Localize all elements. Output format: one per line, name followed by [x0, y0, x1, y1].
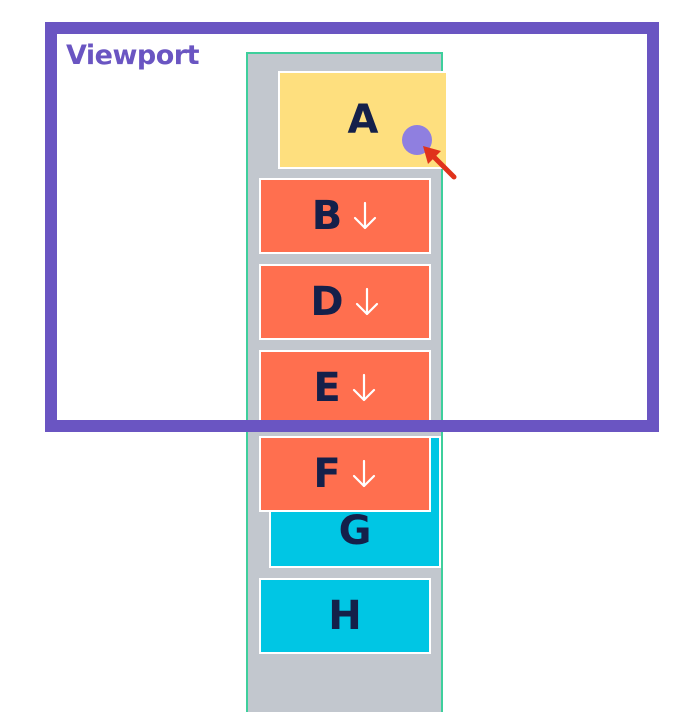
pointer-arrow-icon	[423, 146, 457, 180]
arrow-down-icon	[354, 201, 377, 230]
card-f[interactable]: F	[259, 436, 431, 512]
card-f-label: F	[313, 451, 341, 497]
arrow-down-icon	[352, 459, 375, 488]
card-d[interactable]: D	[259, 264, 431, 340]
card-d-label: D	[310, 279, 344, 325]
arrow-down-icon	[352, 373, 375, 402]
card-h-label: H	[328, 593, 362, 639]
viewport-label: Viewport	[66, 40, 200, 71]
card-b[interactable]: B	[259, 178, 431, 254]
card-b-label: B	[311, 193, 343, 239]
card-a-label: A	[347, 97, 379, 143]
card-e-label: E	[313, 365, 341, 411]
card-h[interactable]: H	[259, 578, 431, 654]
drag-pointer	[402, 125, 457, 180]
arrow-down-icon	[355, 287, 378, 316]
card-g-label: G	[338, 508, 372, 554]
card-e[interactable]: E	[259, 350, 431, 426]
